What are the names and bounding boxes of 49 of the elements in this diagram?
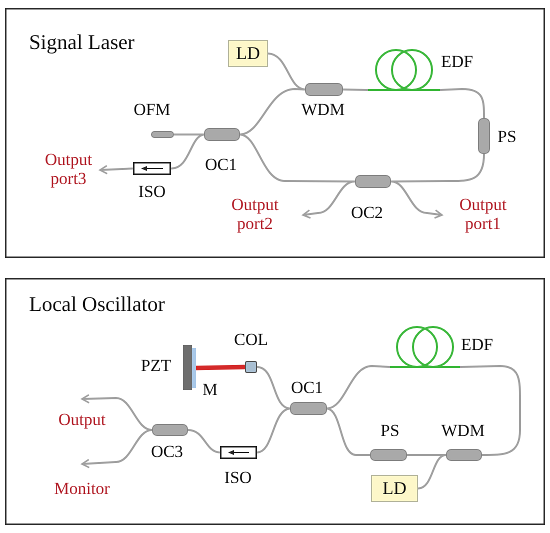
- component-label: WDM: [300, 100, 346, 120]
- arrow: [81, 394, 152, 431]
- component-label: ISO: [223, 468, 253, 488]
- fiber-line: [174, 134, 204, 136]
- component-label: OC1: [290, 378, 324, 398]
- fiber-line: [418, 454, 446, 490]
- fiber-line: [326, 408, 370, 456]
- component-label: PZT: [140, 356, 172, 376]
- fiber-line: [390, 154, 485, 182]
- arrow: [99, 164, 134, 174]
- component-label: EDF: [460, 335, 494, 355]
- output-label: Output port3: [37, 150, 100, 190]
- panel: [5, 8, 545, 258]
- fiber-line: [256, 408, 290, 454]
- laser-diode-box: LD: [228, 40, 268, 67]
- fiber-line: [268, 52, 306, 90]
- component-label: COL: [233, 330, 269, 350]
- fiber-line: [407, 454, 446, 456]
- fiber-line: [170, 134, 204, 170]
- component-label: OC1: [204, 155, 238, 175]
- component-label: OC2: [350, 203, 384, 223]
- fiber-line: [240, 88, 306, 136]
- fiber-line: [240, 134, 355, 182]
- component-label: OC3: [150, 442, 184, 462]
- fiber-line: [326, 365, 390, 410]
- beam-line: [196, 364, 246, 370]
- component-label: M: [201, 380, 219, 400]
- arrow: [390, 180, 443, 219]
- component-label: PS: [380, 421, 400, 441]
- output-label: Output port2: [225, 195, 303, 235]
- fiber-line: [440, 88, 485, 118]
- laser-diode-box: LD: [371, 475, 418, 502]
- fiber-line: [460, 365, 521, 456]
- panel-title: Signal Laser: [29, 30, 135, 54]
- component-label: OFM: [132, 100, 172, 120]
- output-label: Output: [50, 399, 114, 431]
- fiber-line: [256, 366, 290, 410]
- output-label: Monitor: [46, 464, 118, 498]
- output-label: Output port1: [442, 195, 514, 235]
- fiber-line: [188, 429, 220, 454]
- component-label: WDM: [440, 421, 486, 441]
- arrow: [302, 180, 356, 219]
- panel: [5, 278, 545, 525]
- arrow: [81, 429, 152, 468]
- component-label: ISO: [137, 182, 167, 202]
- component-label: EDF: [440, 52, 474, 72]
- component-label: PS: [496, 127, 518, 147]
- panel-title: Local Oscillator: [29, 292, 165, 316]
- fiber-line: [342, 88, 368, 91]
